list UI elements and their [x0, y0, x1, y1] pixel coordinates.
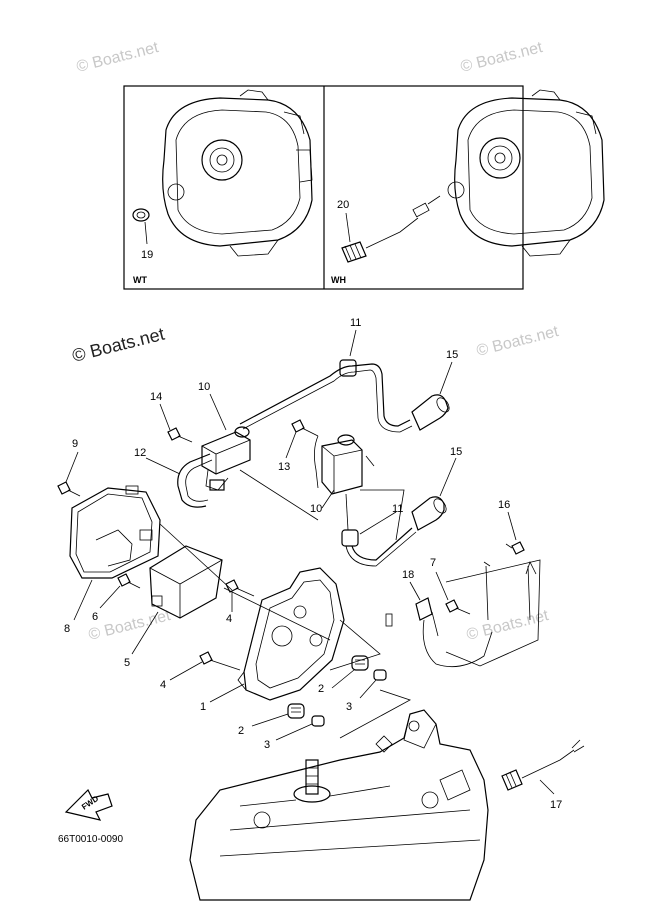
callout-7: 7: [430, 557, 436, 569]
sensor-17: [501, 739, 585, 791]
inset-frame: [123, 85, 524, 290]
high-tension-cord-11b: [341, 527, 417, 567]
watermark: © Boats.net: [70, 324, 166, 366]
diagram-code: 66T0010-0090: [58, 834, 123, 845]
plug-cap-15: [411, 394, 450, 431]
collar-3b: [311, 715, 325, 727]
callout-6: 6: [92, 611, 98, 623]
inset-label-wt: WT: [133, 275, 147, 285]
plug-19: [132, 208, 150, 222]
callout-15b: 15: [450, 446, 462, 458]
sensor-20: [341, 195, 441, 263]
high-tension-cord-11: [239, 359, 413, 433]
callout-15: 15: [446, 349, 458, 361]
callout-18: 18: [402, 569, 414, 581]
flywheel-cover-wh: [447, 89, 605, 257]
fwd-arrow-icon: FWD: [64, 788, 113, 821]
screw-9: [57, 481, 81, 497]
callout-4b: 4: [160, 679, 166, 691]
callout-2b: 2: [238, 725, 244, 737]
watermark: © Boats.net: [475, 323, 561, 360]
watermark: © Boats.net: [75, 39, 161, 76]
bolt-13: [291, 419, 319, 437]
inset-label-wh: WH: [331, 275, 346, 285]
callout-10: 10: [198, 381, 210, 393]
plug-cap-15b: [411, 496, 447, 531]
callout-16: 16: [498, 499, 510, 511]
callout-11b: 11: [392, 503, 403, 515]
callout-19: 19: [141, 249, 153, 261]
cover-8: [69, 485, 161, 579]
callout-14: 14: [150, 391, 162, 403]
bolt-14: [167, 427, 193, 443]
bolt-16: [505, 541, 525, 555]
callout-8: 8: [64, 623, 70, 635]
base-plate-1: [237, 567, 345, 701]
bolt-7: [445, 599, 471, 615]
callout-5: 5: [124, 657, 130, 669]
screw-6: [117, 573, 141, 589]
watermark: © Boats.net: [459, 39, 545, 76]
ignition-coil-10b: [314, 434, 375, 531]
grommet-2a: [351, 655, 369, 671]
alignment-lines: [159, 469, 412, 739]
collar-3a: [373, 669, 387, 681]
wire-harness-18: [385, 559, 541, 668]
callout-20: 20: [337, 199, 349, 211]
callout-2a: 2: [318, 683, 324, 695]
callout-4a: 4: [226, 613, 232, 625]
bolt-4a: [225, 579, 255, 597]
callout-13: 13: [278, 461, 290, 473]
grommet-2b: [287, 703, 305, 719]
flywheel-cover-wt: [162, 89, 313, 257]
watermark: © Boats.net: [87, 607, 173, 644]
callout-10b: 10: [310, 503, 322, 515]
callout-9: 9: [72, 438, 78, 450]
callout-17: 17: [550, 799, 562, 811]
callout-12: 12: [134, 447, 146, 459]
powerhead: [189, 709, 489, 901]
callout-11: 11: [350, 317, 361, 329]
callout-3b: 3: [264, 739, 270, 751]
callout-3a: 3: [346, 701, 352, 713]
cdi-unit-5: [149, 545, 223, 619]
callout-1: 1: [200, 701, 206, 713]
bolt-4b: [199, 651, 241, 671]
ignition-coil-10: [201, 426, 251, 491]
cord-12: [177, 453, 213, 508]
